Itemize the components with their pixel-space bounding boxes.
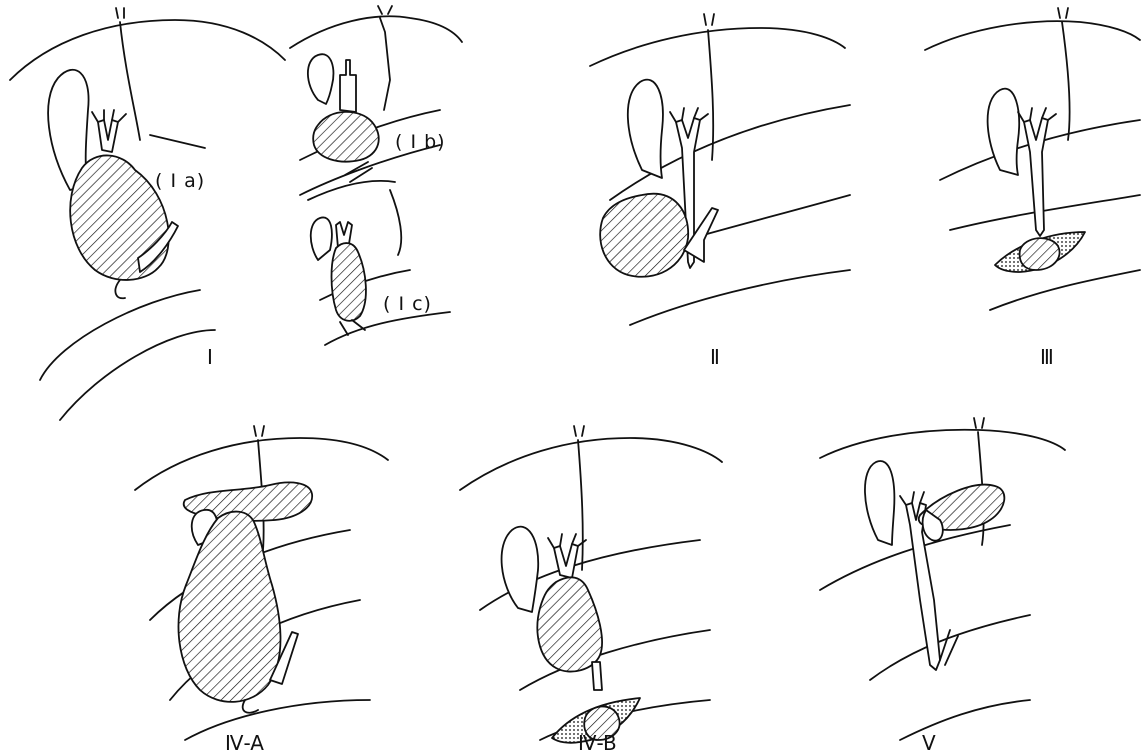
panel-type-ii [590,14,850,325]
panel-type-i-b [290,6,462,195]
panel-type-i-c [308,181,450,345]
label-type-ii: Ⅱ [710,345,720,369]
panel-type-iv-a [135,426,388,740]
sublabel-i-a: ( Ⅰ a) [155,170,205,192]
sublabel-i-c: ( Ⅰ c) [383,293,432,315]
label-type-iv-a: Ⅳ-A [225,731,264,754]
label-type-iv-b: Ⅳ-B [578,731,617,754]
panel-type-iv-b [460,426,722,743]
panel-type-i-a [10,8,285,420]
sublabel-i-b: ( Ⅰ b) [395,131,446,153]
label-type-i: Ⅰ [207,345,213,369]
panel-type-iii [925,8,1140,310]
label-type-v: Ⅴ [922,731,936,754]
label-type-iii: Ⅲ [1040,345,1054,369]
panel-type-v [820,418,1065,740]
